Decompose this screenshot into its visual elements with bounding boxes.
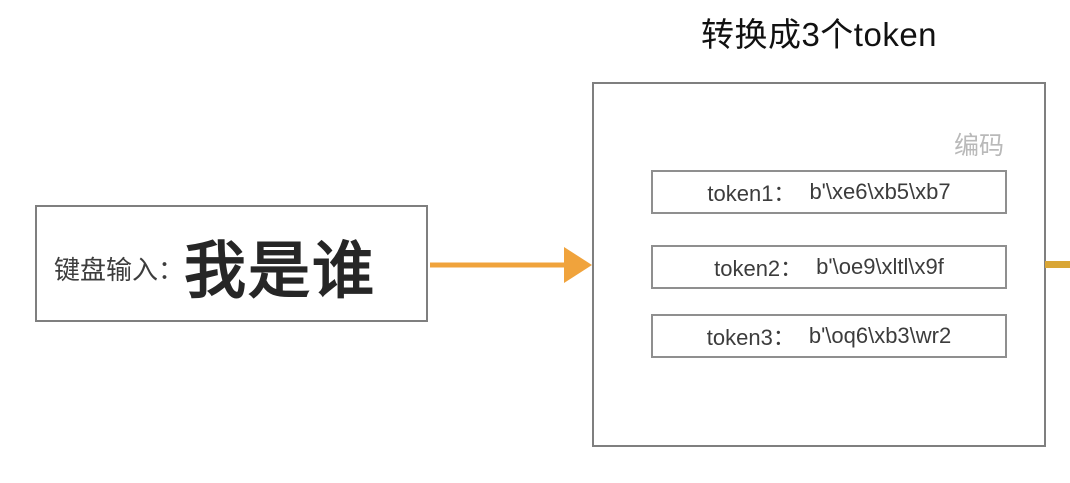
token2-value: b'\oe9\xltl\x9f [816, 254, 944, 279]
token3-value: b'\oq6\xb3\wr2 [808, 323, 952, 348]
encoder-label: 编码 [953, 132, 1004, 160]
keyboard-input-box: 键盘输入： 我是谁 [35, 205, 428, 322]
right-arrow-icon [430, 247, 592, 283]
token2-label: token2： [714, 256, 803, 281]
diagram-title: 转换成3个token [700, 16, 938, 53]
token-row-1: token1： b'\xe6\xb5\xb7 [651, 170, 1007, 214]
token3-label: token3： [706, 325, 795, 350]
token1-value: b'\xe6\xb5\xb7 [809, 179, 951, 204]
keyboard-input-text: 我是谁 [184, 236, 377, 306]
token-row-3: token3： b'\oq6\xb3\wr2 [651, 314, 1007, 358]
token1-label: token1： [707, 181, 796, 206]
keyboard-input-label: 键盘输入： [54, 255, 185, 285]
encoder-box: 编码 token1： b'\xe6\xb5\xb7 token2： b'\oe9… [592, 82, 1046, 447]
token-row-2: token2： b'\oe9\xltl\x9f [651, 245, 1007, 289]
output-connector-line [1045, 261, 1070, 268]
